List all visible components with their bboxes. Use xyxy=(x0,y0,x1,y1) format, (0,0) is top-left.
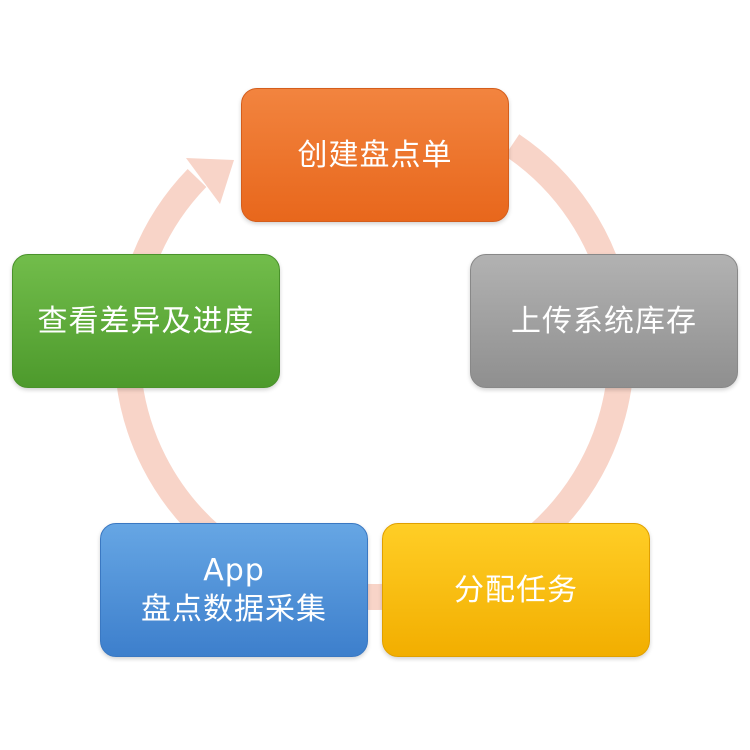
step-assign-label: 分配任务 xyxy=(454,572,578,608)
step-app-data-collection[interactable]: App 盘点数据采集 xyxy=(100,523,368,657)
step-assign-tasks[interactable]: 分配任务 xyxy=(382,523,650,657)
step-collect-label-line1: App xyxy=(203,553,265,588)
step-upload-system-inventory[interactable]: 上传系统库存 xyxy=(470,254,738,388)
step-review-label: 查看差异及进度 xyxy=(37,303,255,339)
step-collect-label-line2: 盘点数据采集 xyxy=(141,592,327,627)
step-upload-label: 上传系统库存 xyxy=(511,303,697,339)
cycle-arrowhead xyxy=(186,158,234,204)
step-view-differences-progress[interactable]: 查看差异及进度 xyxy=(12,254,280,388)
step-create-inventory-sheet[interactable]: 创建盘点单 xyxy=(241,88,509,222)
step-create-label: 创建盘点单 xyxy=(297,137,453,173)
